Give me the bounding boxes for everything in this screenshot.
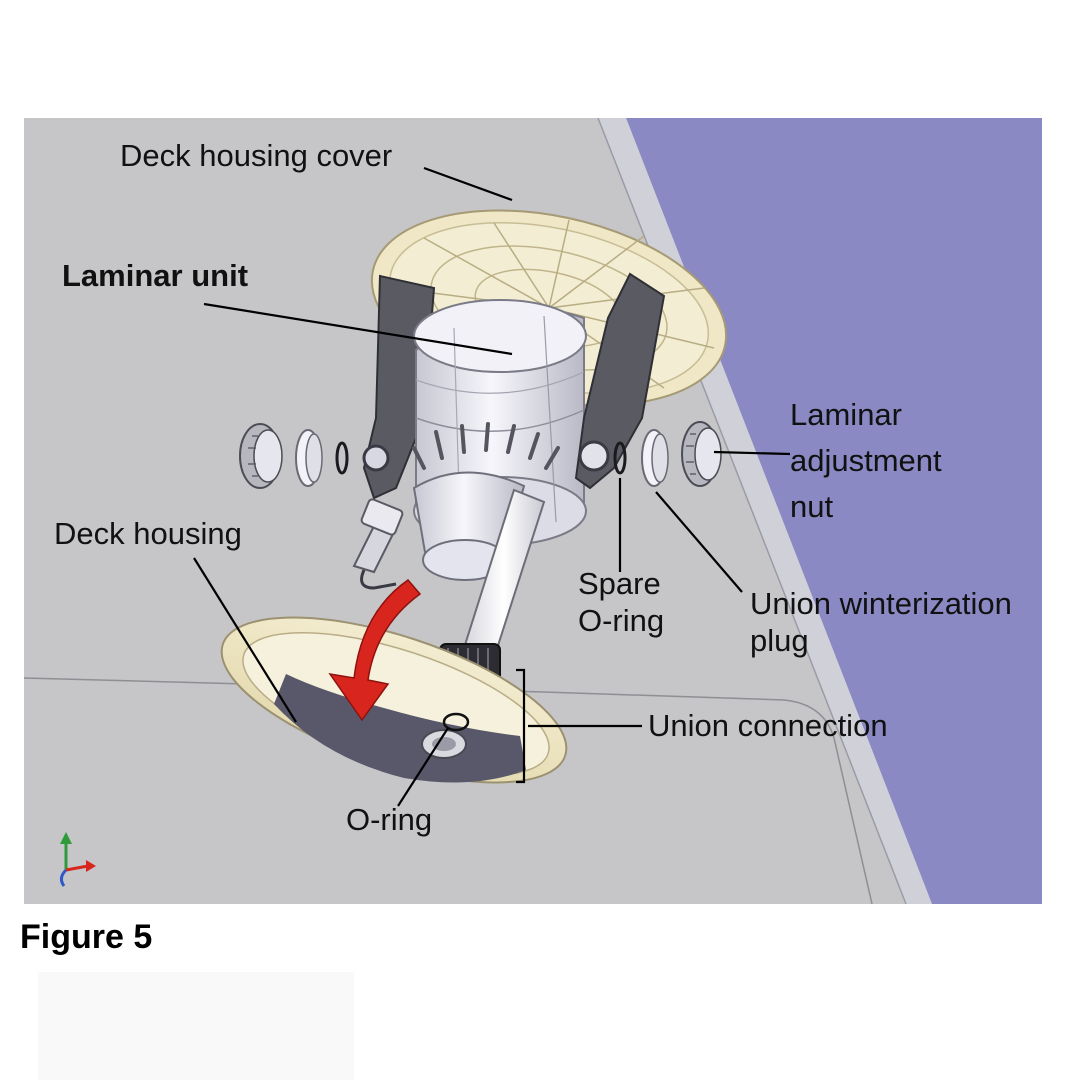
adjustment-nut-left: [239, 423, 283, 489]
label-deck-housing: Deck housing: [54, 516, 242, 551]
deck-seam-line: [24, 677, 873, 904]
inlet-tube-left: [352, 498, 404, 590]
blank-area: [38, 972, 354, 1080]
union-connection-bracket: [516, 668, 526, 784]
spare-o-ring-icon: [613, 441, 627, 475]
leader-lines: [193, 166, 791, 807]
exploded-assembly-drawing: [24, 118, 1042, 904]
label-deck-housing-cover: Deck housing cover: [120, 138, 393, 173]
leader-deck-housing: [193, 557, 297, 723]
label-union-winterization-plug: Union winterization plug: [750, 586, 1012, 658]
mount-bracket-right: [574, 272, 666, 490]
pool-water: [626, 118, 1042, 904]
label-spare-o-ring: Spare O-ring: [578, 566, 665, 638]
axis-triad-icon: [59, 832, 96, 887]
label-o-ring: O-ring: [346, 802, 433, 837]
leader-adjustment-nut: [713, 450, 791, 456]
label-union-connection: Union connection: [648, 708, 888, 743]
leader-deck-housing-cover: [423, 166, 513, 202]
label-laminar-adjustment-nut: Laminar adjustment nut: [790, 397, 942, 524]
leader-laminar-unit: [203, 302, 513, 356]
deck-housing: [220, 616, 568, 784]
label-laminar-unit: Laminar unit: [62, 258, 249, 293]
figure-panel: Deck housing cover Laminar unit Laminar …: [24, 118, 1042, 904]
winterization-plug-left: [295, 429, 323, 487]
bracket-pivot-left: [362, 444, 390, 472]
curved-arrow-icon: [328, 578, 422, 722]
figure-caption: Figure 5: [20, 918, 153, 956]
adjustment-nut-right: [681, 421, 722, 487]
leader-winterization-plug: [655, 491, 743, 593]
o-ring-left: [335, 441, 349, 475]
bracket-pivot-right: [578, 440, 610, 472]
winterization-plug-right: [641, 429, 669, 487]
leader-o-ring: [397, 727, 449, 807]
nozzle-pins: [412, 422, 560, 470]
